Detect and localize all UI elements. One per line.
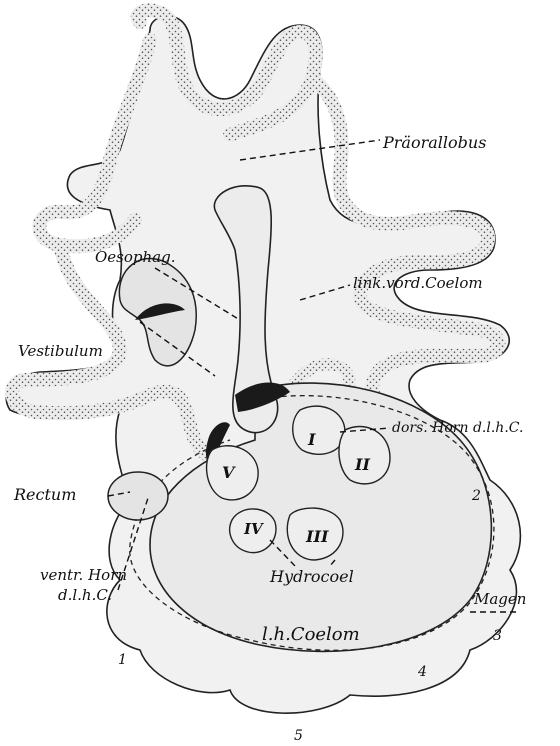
label-lh-coelom: l.h.Coelom [262,624,360,645]
label-vestibulum: Vestibulum [18,342,103,360]
numeral-II: II [354,455,370,474]
number-1: 1 [118,652,127,668]
label-oesophag: Oesophag. [95,248,175,266]
label-dors-horn: dors. Horn d.l.h.C. [392,420,523,436]
label-praeorallobus: Präorallobus [382,133,486,152]
number-4: 4 [417,664,427,680]
numeral-IV: IV [243,520,264,538]
label-rectum: Rectum [13,485,76,504]
numeral-III: III [305,527,329,546]
label-hydrocoel: Hydrocoel [269,567,354,586]
rectum-shape [108,472,168,520]
label-ventr-horn-1: ventr. Horn [40,566,127,584]
label-ventr-horn-2: d.l.h.C. [58,586,112,604]
numeral-V: V [222,463,236,482]
label-link-vord-coelom: link.vord.Coelom [353,274,483,292]
number-5: 5 [294,728,303,744]
number-2: 2 [471,488,481,504]
number-3: 3 [493,628,502,644]
numeral-I: I [307,430,316,449]
label-magen: Magen [473,590,526,608]
hydrocoel-lobe-I [293,406,345,454]
